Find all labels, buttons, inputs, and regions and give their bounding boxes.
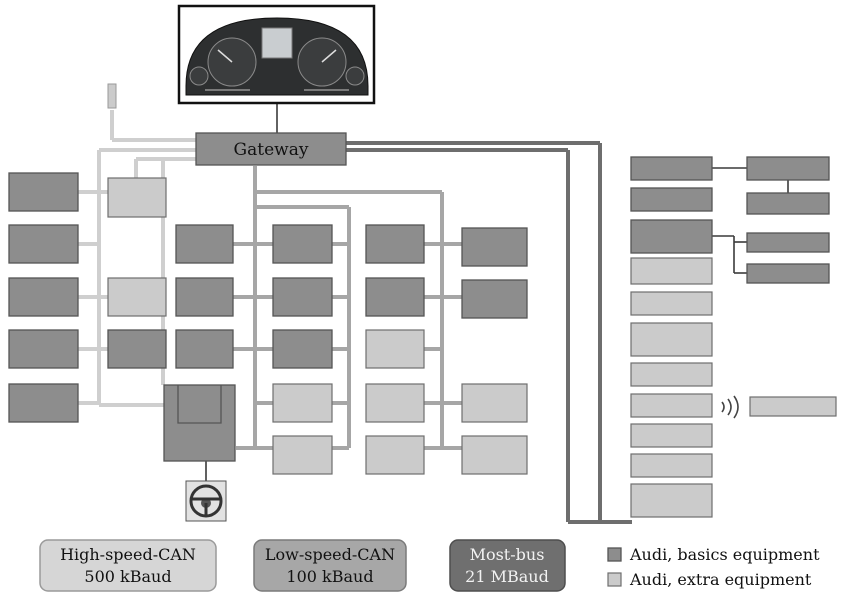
gateway-box: Gateway — [195, 132, 347, 166]
legend: Audi, basics equipment Audi, extra equip… — [607, 545, 820, 589]
ecu-ls-b5 — [272, 435, 333, 475]
legend-basic-label: Audi, basics equipment — [629, 545, 820, 564]
ecu-right-wireless — [749, 396, 837, 417]
instrument-cluster — [177, 4, 376, 105]
ecu-right-4 — [746, 263, 830, 284]
ecu-right-3 — [746, 232, 830, 253]
ecu-hs-2 — [107, 277, 167, 317]
ecu-left-3 — [8, 277, 79, 317]
bus-label-high-speed: High-speed-CAN 500 kBaud — [39, 539, 217, 592]
ecu-ls-a1 — [175, 224, 234, 264]
wireless-signal-icon — [721, 395, 739, 419]
ecu-right-2 — [746, 192, 830, 215]
most-bus-lines — [346, 141, 632, 524]
ecu-ls-d2 — [461, 279, 528, 319]
ecu-most-11 — [630, 483, 713, 518]
gateway-label: Gateway — [234, 140, 309, 160]
ecu-hs-3 — [107, 329, 167, 369]
ecu-ls-b3 — [272, 329, 333, 369]
most-bus-ecus — [630, 156, 837, 518]
ecu-left-4 — [8, 329, 79, 369]
ecu-most-6 — [630, 322, 713, 357]
legend-extra-label: Audi, extra equipment — [629, 570, 812, 589]
bus-label-most: Most-bus 21 MBaud — [449, 539, 566, 592]
high-speed-name: High-speed-CAN — [60, 545, 196, 564]
ecu-most-8 — [630, 393, 713, 418]
ecu-most-7 — [630, 362, 713, 387]
ecu-ls-d4 — [461, 435, 528, 475]
left-column-ecus — [8, 172, 79, 423]
ecu-most-4 — [630, 257, 713, 285]
ecu-ls-c1 — [365, 224, 425, 264]
ecu-ls-b1 — [272, 224, 333, 264]
high-speed-rate: 500 kBaud — [84, 567, 171, 586]
ecu-ls-a2 — [175, 277, 234, 317]
ecu-left-1 — [8, 172, 79, 212]
ecu-most-3 — [630, 219, 713, 254]
ecu-ls-d1 — [461, 227, 528, 267]
ecu-hs-top — [107, 177, 167, 218]
most-name: Most-bus — [470, 545, 545, 564]
ecu-most-1 — [630, 156, 713, 181]
ecu-ls-c5 — [365, 435, 425, 475]
low-speed-rate: 100 kBaud — [286, 567, 373, 586]
ecu-ls-a3 — [175, 329, 234, 369]
most-rate: 21 MBaud — [465, 567, 549, 586]
low-speed-can-lines — [233, 166, 462, 450]
ecu-most-10 — [630, 453, 713, 478]
ecu-ls-c3 — [365, 329, 425, 369]
ecu-most-5 — [630, 291, 713, 316]
bus-label-low-speed: Low-speed-CAN 100 kBaud — [253, 539, 407, 592]
low-speed-ecus — [175, 224, 528, 475]
legend-basic-swatch — [607, 547, 622, 562]
ecu-ls-d3 — [461, 383, 528, 423]
ecu-ls-b2 — [272, 277, 333, 317]
ecu-left-2 — [8, 224, 79, 264]
steering-wheel-icon — [185, 480, 227, 522]
ecu-most-9 — [630, 423, 713, 448]
ecu-right-1 — [746, 156, 830, 181]
ecu-ls-c4 — [365, 383, 425, 423]
ecu-ls-b4 — [272, 383, 333, 423]
ecu-ls-c2 — [365, 277, 425, 317]
ecu-left-5 — [8, 383, 79, 423]
small-module-top-left — [107, 83, 117, 109]
low-speed-name: Low-speed-CAN — [265, 545, 395, 564]
legend-extra-swatch — [607, 572, 622, 587]
high-speed-ecus — [107, 177, 236, 462]
ecu-most-2 — [630, 187, 713, 212]
